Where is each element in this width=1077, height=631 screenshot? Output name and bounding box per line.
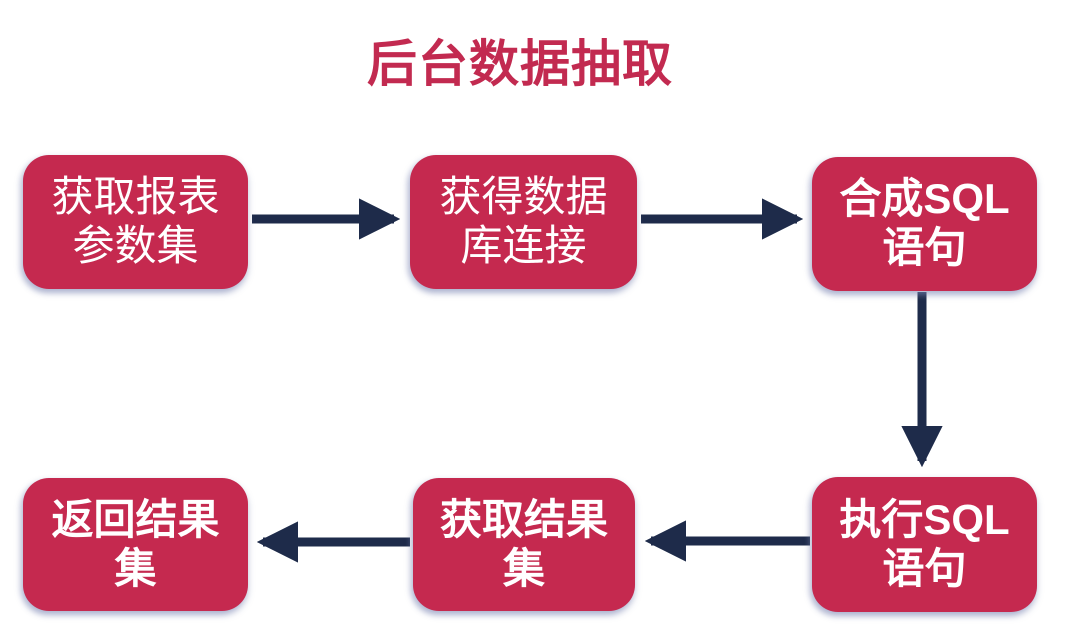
node-label-line: 合成SQL	[839, 175, 1010, 223]
node-label-line: 获取报表	[51, 173, 220, 221]
diagram-title: 后台数据抽取	[367, 36, 673, 92]
node-label-line: 语句	[882, 224, 967, 271]
node-get-result-set: 获取结果 集	[413, 478, 635, 611]
node-label-line: 获得数据	[439, 173, 608, 221]
node-execute-sql: 执行SQL 语句	[812, 477, 1037, 612]
node-label-line: 库连接	[460, 222, 587, 269]
node-label-line: 集	[502, 544, 545, 592]
node-compose-sql: 合成SQL 语句	[812, 157, 1037, 291]
node-label-line: 集	[114, 544, 157, 592]
node-return-result-set: 返回结果 集	[23, 478, 248, 611]
node-get-db-connection: 获得数据 库连接	[410, 155, 637, 289]
node-label-line: 返回结果	[51, 495, 220, 543]
node-label-line: 参数集	[72, 222, 199, 269]
node-label-line: 执行SQL	[839, 495, 1010, 543]
node-label-line: 语句	[882, 544, 967, 592]
node-get-report-params: 获取报表 参数集	[23, 155, 248, 289]
node-label-line: 获取结果	[439, 495, 608, 543]
